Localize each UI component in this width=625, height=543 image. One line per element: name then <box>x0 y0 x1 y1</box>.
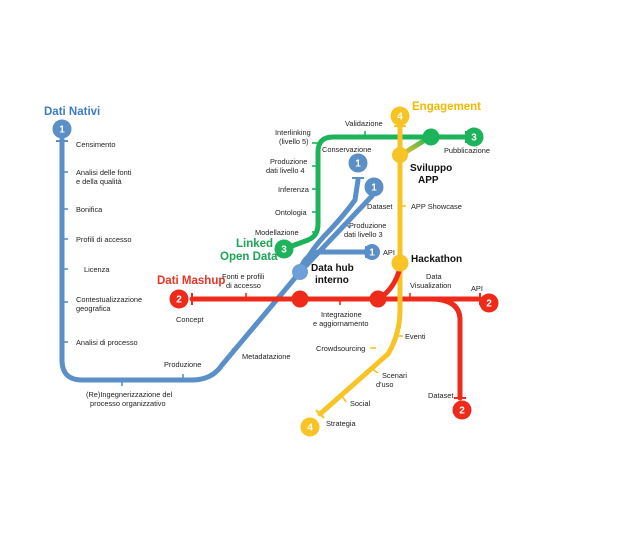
green-interchange-station[interactable] <box>422 128 440 146</box>
station-strategia: Strategia <box>326 419 356 428</box>
station-app-showcase: APP Showcase <box>411 202 462 211</box>
station-licenza: Licenza <box>84 265 110 274</box>
station-reingegnerizzazione-1: (Re)Ingegnerizzazione del <box>86 390 173 399</box>
red-interchange-station[interactable] <box>291 290 309 308</box>
station-concept: Concept <box>176 315 204 324</box>
station-fonti-profili-1: Fonti e profili <box>222 272 265 281</box>
station-interlinking-2: (livello 5) <box>279 137 309 146</box>
station-profili-accesso: Profili di accesso <box>76 235 131 244</box>
svg-text:1: 1 <box>371 183 377 194</box>
station-api-red: API <box>471 284 483 293</box>
badge-blue-api[interactable]: 1 <box>364 244 380 260</box>
hub-sviluppo-2: APP <box>418 175 439 186</box>
station-produzione: Produzione <box>164 360 201 369</box>
station-produzione-l4-1: Produzione <box>270 157 307 166</box>
station-contestualizzazione-1: Contestualizzazione <box>76 295 142 304</box>
station-crowdsourcing: Crowdsourcing <box>316 344 365 353</box>
badge-green-start[interactable]: 3 <box>274 239 294 259</box>
hub-data-hub-2: interno <box>315 275 349 286</box>
svg-text:1: 1 <box>355 159 361 170</box>
svg-text:2: 2 <box>459 406 465 417</box>
station-modellazione: Modellazione <box>255 228 299 237</box>
title-linked-open-data-2: Open Data <box>220 251 278 263</box>
badge-green-end[interactable]: 3 <box>464 127 484 147</box>
badge-red-left[interactable]: 2 <box>169 289 189 309</box>
station-analisi-processo: Analisi di processo <box>76 338 138 347</box>
station-censimento: Censimento <box>76 140 115 149</box>
station-api-blue: API <box>383 248 395 257</box>
data-hub-station[interactable] <box>292 264 308 280</box>
hub-data-hub-1: Data hub <box>311 263 354 274</box>
svg-text:3: 3 <box>281 245 287 256</box>
yellow-line <box>317 123 403 417</box>
station-inferenza: Inferenza <box>278 185 310 194</box>
title-dati-mashup: Dati Mashup <box>157 275 225 287</box>
blue-line <box>59 136 375 383</box>
title-linked-open-data-1: Linked <box>236 238 273 250</box>
station-produzione-l4-2: dati livello 4 <box>266 166 305 175</box>
green-station-ticks <box>312 131 366 233</box>
station-produzione-l3-2: dati livello 3 <box>344 230 383 239</box>
badge-red-right[interactable]: 2 <box>479 293 499 313</box>
badge-yellow-top[interactable]: 4 <box>390 106 410 126</box>
svg-text:1: 1 <box>369 248 375 259</box>
svg-text:3: 3 <box>471 133 477 144</box>
svg-text:1: 1 <box>59 125 65 136</box>
svg-text:4: 4 <box>307 423 313 434</box>
station-dataset-blue: Dataset <box>367 202 392 211</box>
station-data-visualization-1: Data <box>426 272 443 281</box>
station-produzione-l3-1: Produzione <box>349 221 386 230</box>
station-reingegnerizzazione-2: processo organizzativo <box>90 399 166 408</box>
hub-hackathon: Hackathon <box>411 254 462 265</box>
badge-yellow-bottom[interactable]: 4 <box>300 417 320 437</box>
station-eventi: Eventi <box>405 332 426 341</box>
station-dataset-red: Dataset <box>428 391 453 400</box>
station-fonti-profili-2: di accesso <box>226 281 261 290</box>
svg-text:2: 2 <box>176 295 182 306</box>
hub-sviluppo-1: Sviluppo <box>410 163 452 174</box>
station-bonifica: Bonifica <box>76 205 103 214</box>
title-dati-nativi: Dati Nativi <box>44 106 100 118</box>
svg-text:2: 2 <box>486 299 492 310</box>
red-branch-dataset <box>427 296 463 401</box>
sviluppo-app-station[interactable] <box>392 147 408 163</box>
station-metadatazione: Metadatazione <box>242 352 290 361</box>
blue-station-ticks <box>62 171 351 386</box>
green-line <box>281 134 469 252</box>
station-contestualizzazione-2: geografica <box>76 304 111 313</box>
integrazione-interchange-station[interactable] <box>369 290 387 308</box>
station-data-visualization-2: Visualization <box>410 281 451 290</box>
station-ontologia: Ontologia <box>275 208 308 217</box>
tick-yellow-bottom <box>315 409 325 419</box>
svg-text:4: 4 <box>397 112 403 123</box>
badge-blue-conservazione[interactable]: 1 <box>348 153 368 173</box>
badge-blue-dataset[interactable]: 1 <box>364 177 384 197</box>
station-scenari-2: d'uso <box>376 380 393 389</box>
station-conservazione: Conservazione <box>322 145 371 154</box>
station-scenari-1: Scenari <box>382 371 407 380</box>
badge-blue-start[interactable]: 1 <box>52 119 72 139</box>
station-integrazione-1: Integrazione <box>321 310 362 319</box>
station-social: Social <box>350 399 370 408</box>
station-pubblicazione: Pubblicazione <box>444 146 490 155</box>
station-validazione: Validazione <box>345 119 383 128</box>
station-analisi-fonti-1: Analisi delle fonti <box>76 168 132 177</box>
yellow-station-ticks <box>341 205 406 403</box>
title-engagement: Engagement <box>412 101 481 113</box>
station-interlinking-1: Interlinking <box>275 128 311 137</box>
badge-red-bottom[interactable]: 2 <box>452 400 472 420</box>
hackathon-station[interactable] <box>391 254 409 272</box>
station-integrazione-2: e aggiornamento <box>313 319 368 328</box>
station-analisi-fonti-2: e della qualità <box>76 177 123 186</box>
red-station-ticks <box>245 293 411 305</box>
